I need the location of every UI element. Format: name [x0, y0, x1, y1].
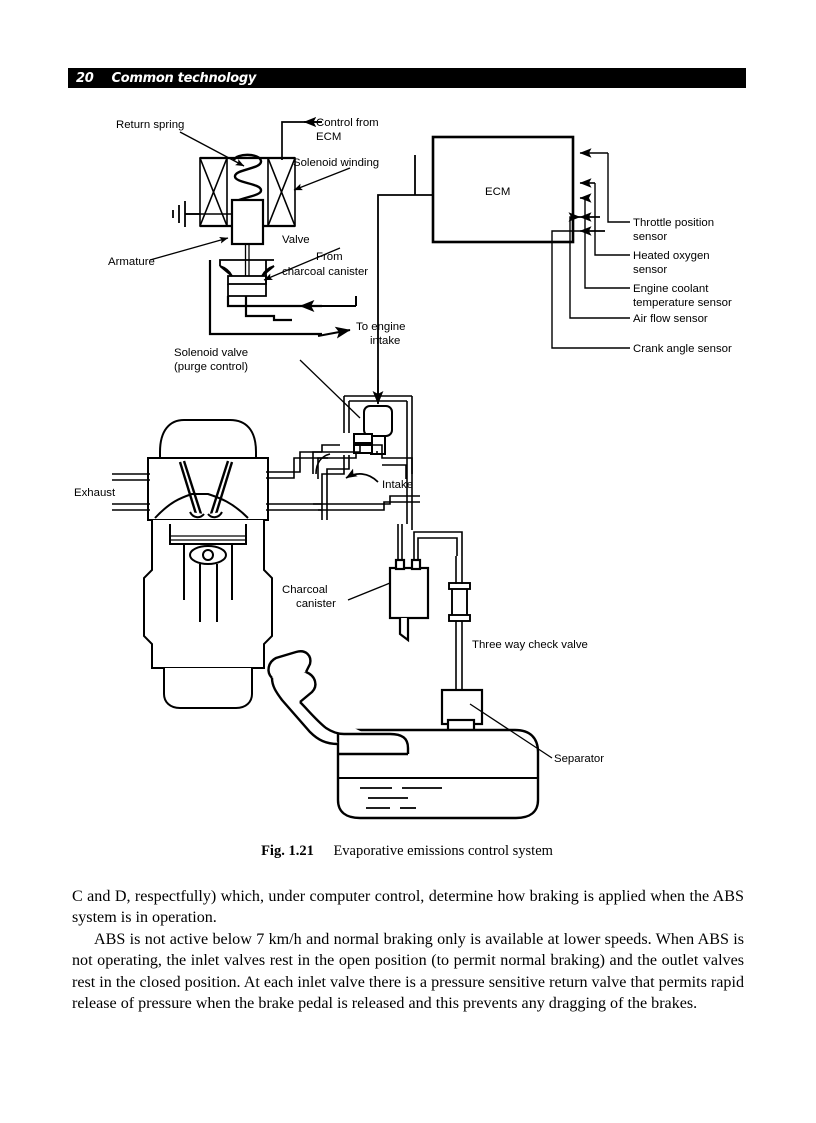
label-armature: Armature [108, 256, 155, 268]
figure-caption: Fig. 1.21 Evaporative emissions control … [68, 843, 746, 860]
fuel-tank [267, 650, 540, 820]
label-control-from-ecm-1: Control from [316, 117, 379, 129]
label-three-way-check-valve: Three way check valve [472, 639, 588, 651]
to-engine-intake-arrow [317, 326, 351, 339]
label-control-from-ecm-2: ECM [316, 131, 341, 143]
running-header: 20 Common technology [68, 68, 746, 88]
label-sensor-throttle-1: Throttle position [633, 217, 714, 229]
label-exhaust: Exhaust [74, 487, 116, 499]
label-leaders [149, 131, 553, 759]
fuel-level-lines [360, 787, 442, 809]
label-sensor-coolant-2: temperature sensor [633, 297, 732, 309]
ecm-to-purge-solenoid-line [377, 155, 416, 400]
solenoid-winding-right-coil [267, 157, 296, 227]
label-valve: Valve [282, 234, 310, 246]
label-solenoid-valve-1: Solenoid valve [174, 347, 248, 359]
engine-cylinder-section [143, 419, 273, 709]
label-from-charcoal-2: charcoal canister [282, 266, 368, 278]
solenoid-winding-left-coil [199, 157, 228, 227]
check-valve-pipes [455, 556, 463, 690]
label-sensor-airflow: Air flow sensor [633, 313, 708, 325]
paragraph-1: C and D, respectfully) which, under comp… [72, 888, 744, 927]
body-text: C and D, respectfully) which, under comp… [72, 886, 744, 1014]
ecm-sensor-inputs [568, 148, 608, 236]
ecm-box [431, 135, 575, 244]
label-sensor-crank: Crank angle sensor [633, 343, 732, 355]
figure-diagram: Return spring Control from ECM Solenoid … [74, 116, 732, 820]
label-sensor-coolant-1: Engine coolant [633, 283, 709, 295]
charcoal-canister [388, 558, 430, 643]
three-way-check-valve [448, 582, 471, 622]
label-return-spring: Return spring [116, 119, 184, 131]
figure-evaporative-emissions-control-system: Return spring Control from ECM Solenoid … [60, 100, 760, 840]
valve-assembly [219, 259, 275, 297]
intake-runners [266, 451, 322, 511]
armature-block [230, 198, 265, 246]
intake-plenum-pipe [312, 444, 420, 511]
exhaust-ports [112, 473, 150, 511]
intake-flow-arrow [345, 468, 379, 483]
label-charcoal-canister-1: Charcoal [282, 584, 328, 596]
label-separator: Separator [554, 753, 604, 765]
ecm-sensor-leaders [551, 153, 630, 349]
separator [440, 688, 484, 734]
paragraph-2: ABS is not active below 7 km/h and norma… [72, 930, 744, 1013]
chapter-title: Common technology [111, 70, 257, 86]
valve-pipe-network [208, 260, 322, 336]
label-sensor-oxygen-2: sensor [633, 264, 667, 276]
label-solenoid-winding: Solenoid winding [293, 157, 379, 169]
charcoal-canister-pipes [397, 524, 463, 560]
label-from-charcoal-1: From [316, 251, 343, 263]
label-charcoal-canister-2: canister [296, 598, 336, 610]
label-sensor-oxygen-1: Heated oxygen [633, 250, 710, 262]
label-ecm: ECM [485, 186, 510, 198]
label-solenoid-valve-2: (purge control) [174, 361, 248, 373]
figure-caption-text: Evaporative emissions control system [333, 843, 553, 859]
label-to-engine-intake-2: intake [370, 335, 400, 347]
label-to-engine-intake-1: To engine [356, 321, 405, 333]
page-number: 20 [76, 70, 94, 86]
label-sensor-throttle-2: sensor [633, 231, 667, 243]
label-intake: Intake [382, 479, 413, 491]
figure-number: Fig. 1.21 [261, 843, 314, 859]
